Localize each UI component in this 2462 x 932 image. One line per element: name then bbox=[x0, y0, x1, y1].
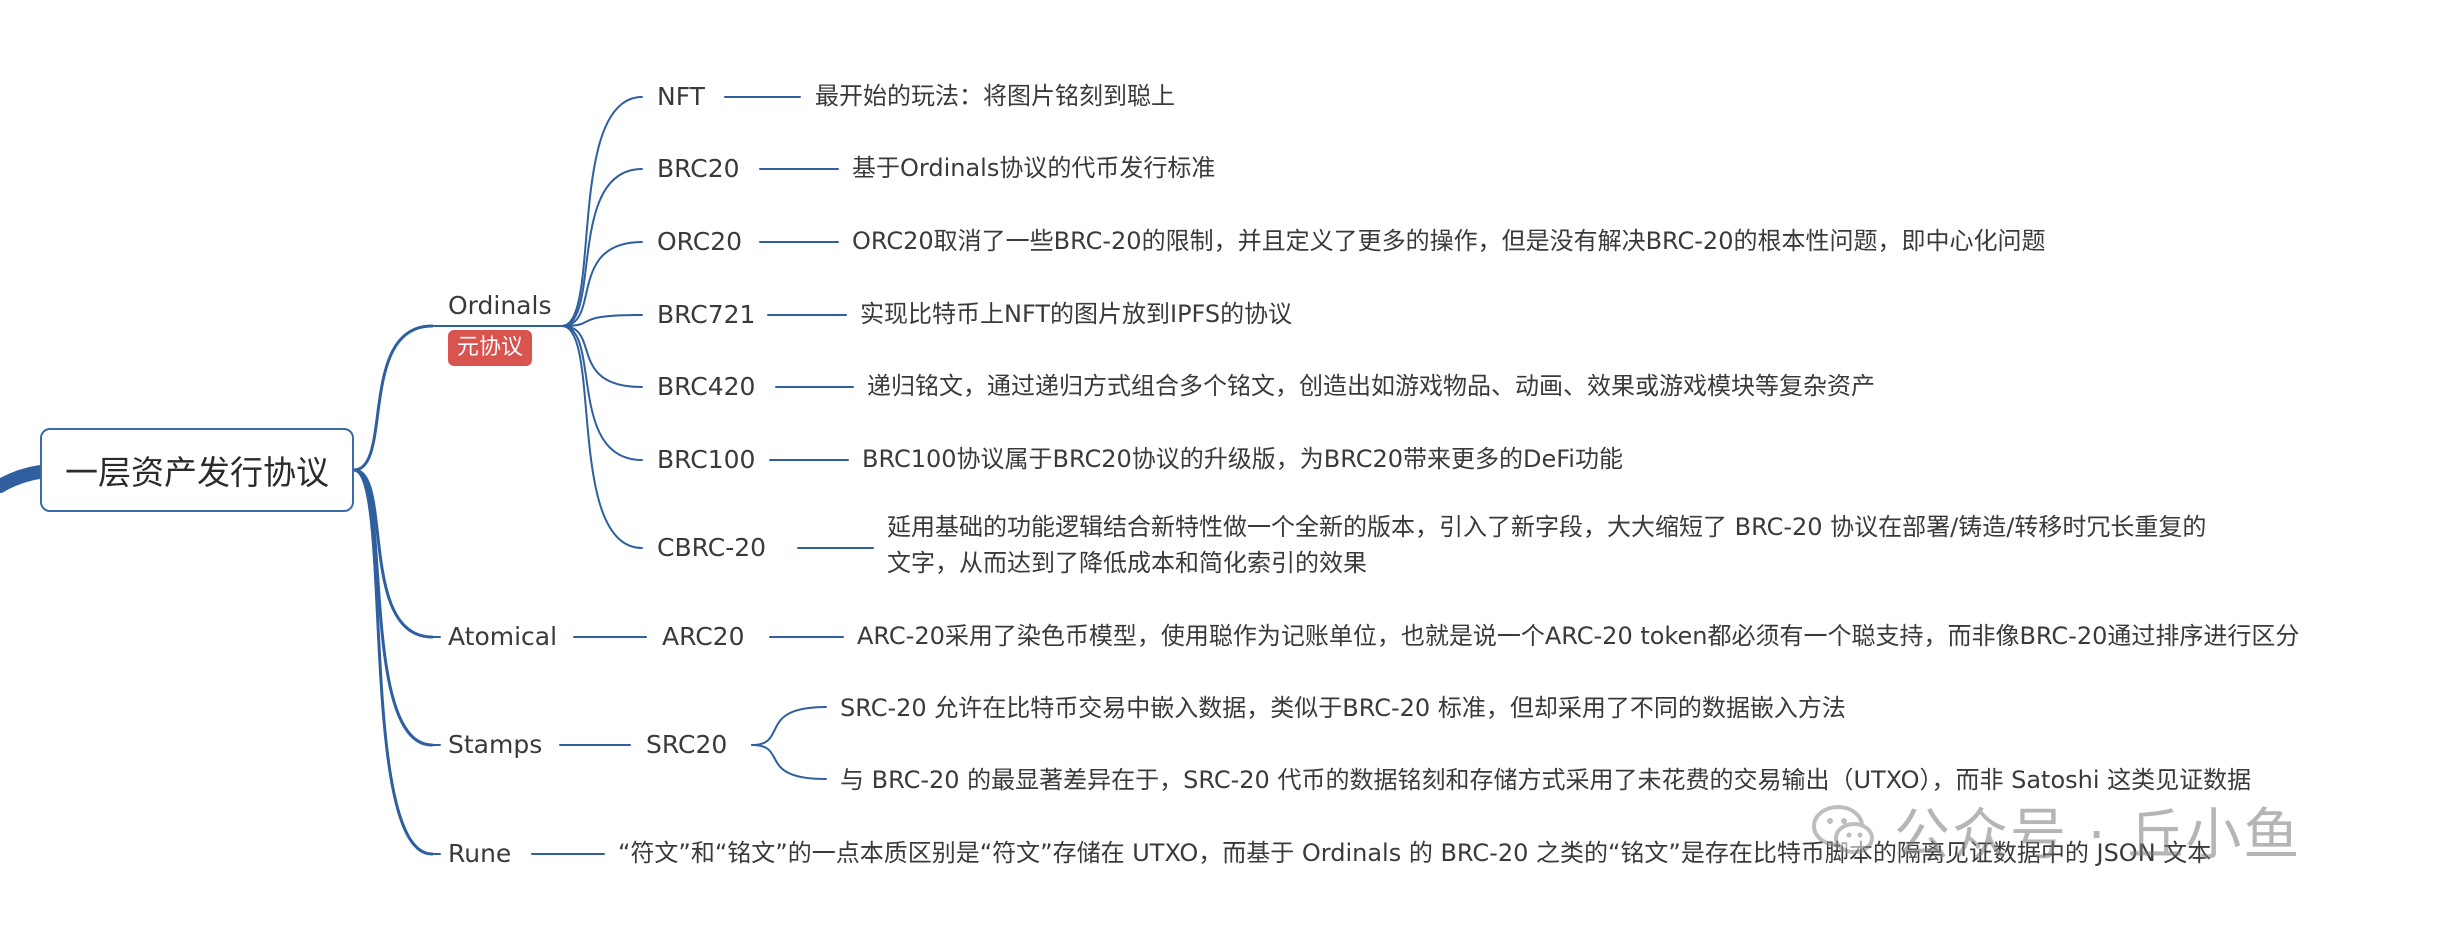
edge-src20-desc2 bbox=[751, 744, 827, 780]
edge-ordinals-cbrc20 bbox=[561, 325, 643, 549]
desc-arc20: ARC-20采用了染色币模型，使用聪作为记账单位，也就是说一个ARC-20 to… bbox=[857, 622, 2300, 650]
node-orc20[interactable]: ORC20 bbox=[657, 227, 743, 256]
desc-nft: 最开始的玩法：将图片铭刻到聪上 bbox=[815, 82, 1175, 110]
root-node[interactable]: 一层资产发行协议 bbox=[40, 428, 354, 512]
meta-protocol-badge: 元协议 bbox=[448, 330, 533, 366]
node-brc100[interactable]: BRC100 bbox=[657, 445, 756, 474]
edge-ordinals-brc721 bbox=[561, 314, 643, 327]
edge-root-rune bbox=[352, 468, 434, 856]
edge-ordinals-brc420 bbox=[561, 325, 643, 388]
node-nft[interactable]: NFT bbox=[657, 82, 705, 111]
node-arc20[interactable]: ARC20 bbox=[662, 622, 745, 651]
desc-brc721: 实现比特币上NFT的图片放到IPFS的协议 bbox=[860, 300, 1293, 328]
desc-cbrc20-line2: 文字，从而达到了降低成本和简化索引的效果 bbox=[887, 549, 1367, 577]
desc-cbrc20-line1: 延用基础的功能逻辑结合新特性做一个全新的版本，引入了新字段，大大缩短了 BRC-… bbox=[887, 513, 2207, 541]
branch-atomical[interactable]: Atomical bbox=[448, 622, 558, 651]
edge-ordinals-orc20 bbox=[561, 241, 643, 327]
edge-ordinals-brc20 bbox=[561, 168, 643, 327]
desc-rune: “符文”和“铭文”的一点本质区别是“符文”存储在 UTXO，而基于 Ordina… bbox=[618, 839, 2212, 867]
desc-src20-1: SRC-20 允许在比特币交易中嵌入数据，类似于BRC-20 标准，但却采用了不… bbox=[840, 694, 1846, 722]
desc-brc100: BRC100协议属于BRC20协议的升级版，为BRC20带来更多的DeFi功能 bbox=[862, 445, 1623, 473]
branch-stamps[interactable]: Stamps bbox=[448, 730, 543, 759]
edge-root-atomical bbox=[352, 468, 434, 639]
desc-brc20: 基于Ordinals协议的代币发行标准 bbox=[852, 154, 1216, 182]
desc-orc20: ORC20取消了一些BRC-20的限制，并且定义了更多的操作，但是没有解决BRC… bbox=[852, 227, 2046, 255]
node-src20[interactable]: SRC20 bbox=[646, 730, 728, 759]
watermark: 公众号 · 丘小鱼 bbox=[1812, 790, 2301, 871]
node-brc20[interactable]: BRC20 bbox=[657, 154, 740, 183]
edge-ordinals-nft bbox=[561, 96, 643, 327]
desc-src20-2: 与 BRC-20 的最显著差异在于，SRC-20 代币的数据铭刻和存储方式采用了… bbox=[840, 766, 2252, 794]
wechat-icon bbox=[1812, 804, 1874, 854]
edge-ordinals-brc100 bbox=[561, 325, 643, 461]
root-label: 一层资产发行协议 bbox=[65, 453, 329, 492]
edge-src20-desc1 bbox=[751, 706, 827, 746]
node-brc420[interactable]: BRC420 bbox=[657, 372, 756, 401]
desc-brc420: 递归铭文，通过递归方式组合多个铭文，创造出如游戏物品、动画、效果或游戏模块等复杂… bbox=[867, 372, 1875, 400]
node-brc721[interactable]: BRC721 bbox=[657, 300, 756, 329]
watermark-text: 公众号 · 丘小鱼 bbox=[1894, 803, 2302, 868]
node-cbrc20[interactable]: CBRC-20 bbox=[657, 533, 767, 562]
edge-root-ordinals bbox=[352, 324, 434, 472]
branch-rune[interactable]: Rune bbox=[448, 839, 512, 868]
root-incoming-edge bbox=[0, 465, 47, 493]
branch-ordinals[interactable]: Ordinals bbox=[448, 291, 552, 320]
